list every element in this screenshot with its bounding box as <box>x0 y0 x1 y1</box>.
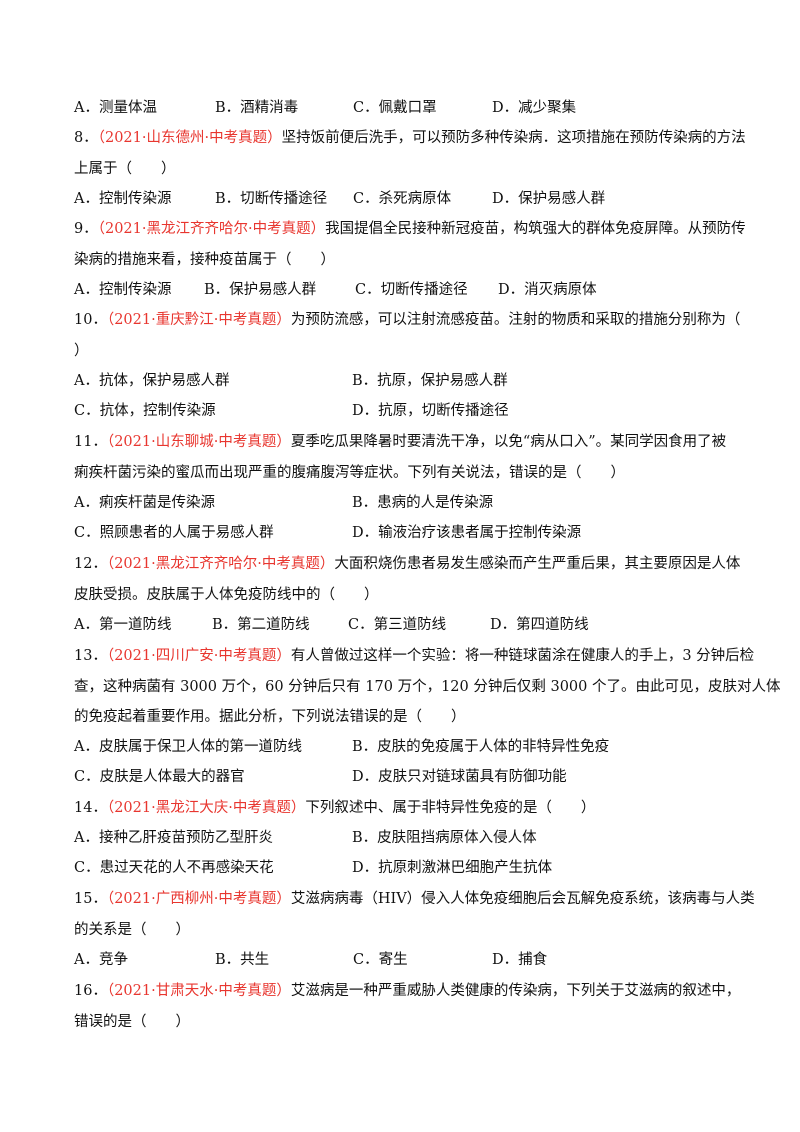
option-c: C．第三道防线 <box>348 617 447 633</box>
option-c: C．抗体，控制传染源 <box>74 403 216 419</box>
question-text-line: 痢疾杆菌污染的蜜瓜而出现严重的腹痛腹泻等症状。下列有关说法，错误的是（ ） <box>74 465 625 481</box>
question-text: 我国提倡全民接种新冠疫苗，构筑强大的群体免疫屏障。从预防传 <box>325 221 746 237</box>
option-c: C．佩戴口罩 <box>353 100 437 116</box>
question-number: 9． <box>74 221 98 237</box>
options-row: C．患过天花的人不再感染天花 D．抗原刺激淋巴细胞产生抗体 <box>74 858 734 878</box>
question-source: （2021·山东德州·中考真题） <box>97 130 282 146</box>
option-c: C．患过天花的人不再感染天花 <box>74 860 274 876</box>
option-b: B．共生 <box>215 952 270 968</box>
option-b: B．切断传播途径 <box>215 191 328 207</box>
option-c: C．寄生 <box>353 952 408 968</box>
options-row: A．控制传染源 B．切断传播途径 C．杀死病原体 D．保护易感人群 <box>74 189 734 209</box>
question-source: （2021·黑龙江齐齐哈尔·中考真题） <box>106 556 335 572</box>
options-row: C．抗体，控制传染源 D．抗原，切断传播途径 <box>74 401 734 421</box>
option-c: C．皮肤是人体最大的器官 <box>74 769 245 785</box>
option-b: B．患病的人是传染源 <box>352 495 494 511</box>
question-number: 12． <box>74 556 107 572</box>
option-d: D．第四道防线 <box>490 617 589 633</box>
options-row: A．控制传染源 B．保护易感人群 C．切断传播途径 D．消灭病原体 <box>74 280 734 300</box>
question-text: 夏季吃瓜果降暑时要清洗干净，以免“病从口入”。某同学因食用了被 <box>290 434 727 450</box>
option-a: A．痢疾杆菌是传染源 <box>74 495 215 511</box>
question-source: （2021·广西柳州·中考真题） <box>106 891 291 907</box>
options-row: A．抗体，保护易感人群 B．抗原，保护易感人群 <box>74 371 734 391</box>
option-c: C．切断传播途径 <box>355 282 468 298</box>
question-stem: 12．（2021·黑龙江齐齐哈尔·中考真题）大面积烧伤患者易发生感染而产生严重后… <box>74 554 740 574</box>
option-d: D．抗原，切断传播途径 <box>352 403 509 419</box>
question-source: （2021·山东聊城·中考真题） <box>106 434 291 450</box>
question-number: 11． <box>74 434 107 450</box>
option-d: D．抗原刺激淋巴细胞产生抗体 <box>352 860 553 876</box>
question-number: 15． <box>74 891 107 907</box>
question-number: 10． <box>74 312 107 328</box>
question-source: （2021·四川广安·中考真题） <box>106 648 291 664</box>
question-text-line: ） <box>74 343 89 359</box>
question-source: （2021·重庆黔江·中考真题） <box>106 312 291 328</box>
question-source: （2021·黑龙江齐齐哈尔·中考真题） <box>97 221 326 237</box>
option-d: D．保护易感人群 <box>492 191 606 207</box>
option-d: D．消灭病原体 <box>498 282 597 298</box>
options-row: A．皮肤属于保卫人体的第一道防线 B．皮肤的免疫属于人体的非特异性免疫 <box>74 737 734 757</box>
option-b: B．第二道防线 <box>212 617 310 633</box>
question-text: 艾滋病是一种严重威胁人类健康的传染病，下列关于艾滋病的叙述中， <box>290 983 741 999</box>
options-row: A．测量体温 B．酒精消毒 C．佩戴口罩 D．减少聚集 <box>74 98 734 118</box>
question-text-line: 皮肤受损。皮肤属于人体免疫防线中的（ ） <box>74 587 379 603</box>
question-source: （2021·甘肃天水·中考真题） <box>106 983 291 999</box>
question-number: 8． <box>74 130 98 146</box>
question-text-line: 查，这种病菌有 3000 万个，60 分钟后只有 170 万个，120 分钟后仅… <box>74 679 781 695</box>
options-row: A．竞争 B．共生 C．寄生 D．捕食 <box>74 950 734 970</box>
question-text-line: 的免疫起着重要作用。据此分析，下列说法错误的是（ ） <box>74 709 466 725</box>
question-number: 14． <box>74 800 107 816</box>
option-b: B．皮肤的免疫属于人体的非特异性免疫 <box>352 739 610 755</box>
option-b: B．保护易感人群 <box>204 282 317 298</box>
question-stem: 16．（2021·甘肃天水·中考真题）艾滋病是一种严重威胁人类健康的传染病，下列… <box>74 981 740 1001</box>
question-text: 下列叙述中、属于非特异性免疫的是（ ） <box>305 800 596 816</box>
question-text-line: 的关系是（ ） <box>74 922 190 938</box>
option-c: C．杀死病原体 <box>353 191 452 207</box>
question-number: 16． <box>74 983 107 999</box>
option-a: A．抗体，保护易感人群 <box>74 373 230 389</box>
question-stem: 11．（2021·山东聊城·中考真题）夏季吃瓜果降暑时要清洗干净，以免“病从口入… <box>74 432 734 452</box>
question-stem: 10．（2021·重庆黔江·中考真题）为预防流感，可以注射流感疫苗。注射的物质和… <box>74 310 740 330</box>
question-stem: 15．（2021·广西柳州·中考真题）艾滋病病毒（HIV）侵入人体免疫细胞后会瓦… <box>74 889 755 909</box>
option-a: A．控制传染源 <box>74 191 172 207</box>
question-stem: 14．（2021·黑龙江大庆·中考真题）下列叙述中、属于非特异性免疫的是（ ） <box>74 798 734 818</box>
options-row: A．接种乙肝疫苗预防乙型肝炎 B．皮肤阻挡病原体入侵人体 <box>74 828 734 848</box>
option-a: A．控制传染源 <box>74 282 172 298</box>
question-source: （2021·黑龙江大庆·中考真题） <box>106 800 306 816</box>
question-stem: 13．（2021·四川广安·中考真题）有人曾做过这样一个实验：将一种链球菌涂在健… <box>74 646 754 666</box>
options-row: C．照顾患者的人属于易感人群 D．输液治疗该患者属于控制传染源 <box>74 523 734 543</box>
option-d: D．皮肤只对链球菌具有防御功能 <box>352 769 567 785</box>
question-number: 13． <box>74 648 107 664</box>
option-a: A．竞争 <box>74 952 128 968</box>
option-b: B．抗原，保护易感人群 <box>352 373 508 389</box>
option-c: C．照顾患者的人属于易感人群 <box>74 525 274 541</box>
question-text-line: 染病的措施来看，接种疫苗属于（ ） <box>74 252 335 268</box>
question-text: 大面积烧伤患者易发生感染而产生严重后果，其主要原因是人体 <box>334 556 741 572</box>
question-stem: 8．（2021·山东德州·中考真题）坚持饭前便后洗手，可以预防多种传染病．这项措… <box>74 128 746 148</box>
question-text-line: 上属于（ ） <box>74 161 176 177</box>
option-a: A．接种乙肝疫苗预防乙型肝炎 <box>74 830 273 846</box>
option-d: D．输液治疗该患者属于控制传染源 <box>352 525 582 541</box>
option-a: A．测量体温 <box>74 100 157 116</box>
options-row: A．第一道防线 B．第二道防线 C．第三道防线 D．第四道防线 <box>74 615 734 635</box>
question-stem: 9．（2021·黑龙江齐齐哈尔·中考真题）我国提倡全民接种新冠疫苗，构筑强大的群… <box>74 219 746 239</box>
question-text: 为预防流感，可以注射流感疫苗。注射的物质和采取的措施分别称为（ <box>290 312 741 328</box>
question-text: 坚持饭前便后洗手，可以预防多种传染病．这项措施在预防传染病的方法 <box>281 130 746 146</box>
option-b: B．酒精消毒 <box>215 100 299 116</box>
question-text-line: 错误的是（ ） <box>74 1014 190 1030</box>
options-row: C．皮肤是人体最大的器官 D．皮肤只对链球菌具有防御功能 <box>74 767 734 787</box>
option-b: B．皮肤阻挡病原体入侵人体 <box>352 830 537 846</box>
option-a: A．第一道防线 <box>74 617 172 633</box>
question-text: 艾滋病病毒（HIV）侵入人体免疫细胞后会瓦解免疫系统，该病毒与人类 <box>290 891 755 907</box>
option-a: A．皮肤属于保卫人体的第一道防线 <box>74 739 302 755</box>
option-d: D．减少聚集 <box>492 100 577 116</box>
option-d: D．捕食 <box>492 952 548 968</box>
question-text: 有人曾做过这样一个实验：将一种链球菌涂在健康人的手上，3 分钟后检 <box>290 648 755 664</box>
options-row: A．痢疾杆菌是传染源 B．患病的人是传染源 <box>74 493 734 513</box>
